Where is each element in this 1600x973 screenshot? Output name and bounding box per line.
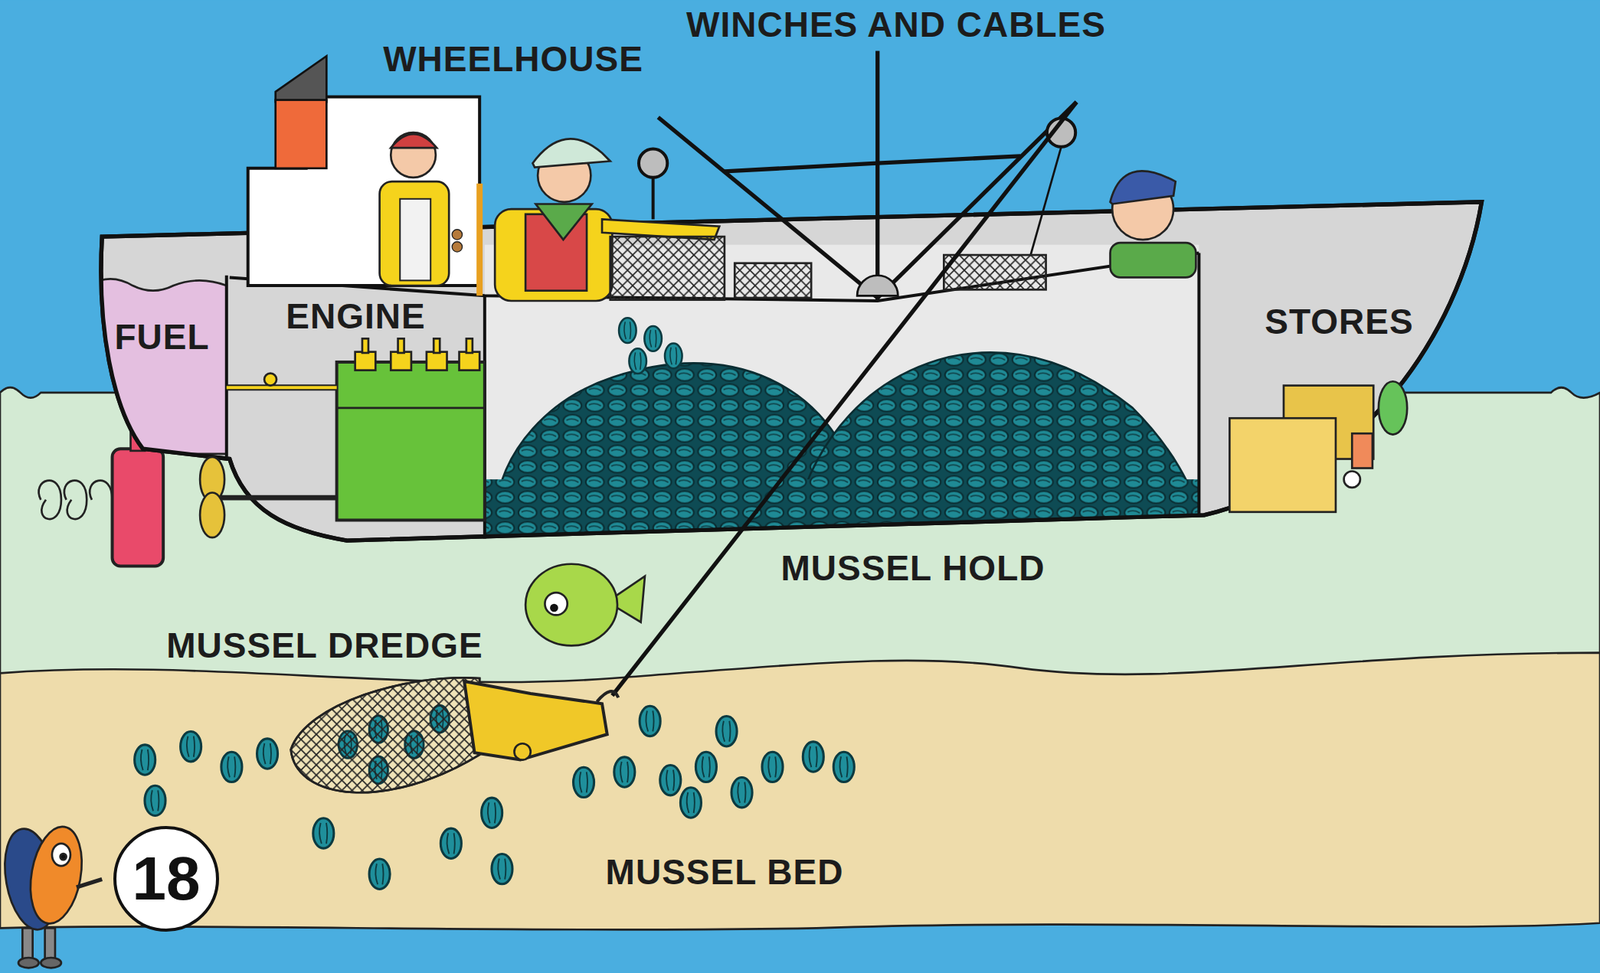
part-label: WINCHES AND CABLES xyxy=(686,4,1106,45)
engine-room: ENGINE xyxy=(226,285,485,370)
stores-room: STORES xyxy=(1198,255,1480,370)
part-label: MUSSEL BED xyxy=(605,852,845,893)
part-label: WHEELHOUSE xyxy=(382,39,644,79)
compartment-label: ENGINE xyxy=(285,296,426,337)
part-label: MUSSEL HOLD xyxy=(781,548,1046,589)
page-number-circle: 18 xyxy=(113,826,220,933)
callout-number: 18 xyxy=(132,846,201,913)
compartment-label: STORES xyxy=(1264,301,1414,342)
part-label: MUSSEL DREDGE xyxy=(166,625,483,666)
fuel-tank: FUEL xyxy=(97,283,227,449)
compartment-label: FUEL xyxy=(114,317,210,357)
